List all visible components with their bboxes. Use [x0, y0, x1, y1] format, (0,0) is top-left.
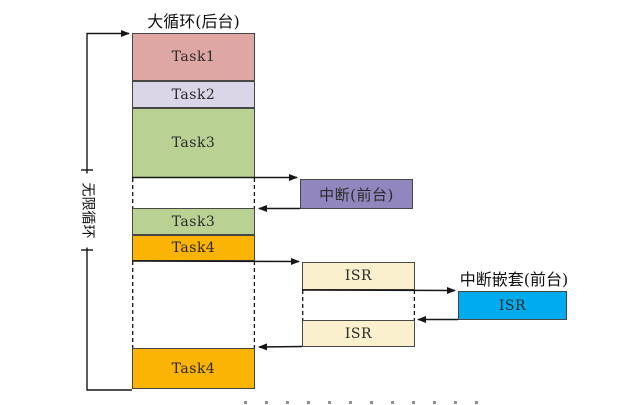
task4-block: Task4: [132, 235, 255, 261]
background-loop-title: 大循环(后台): [147, 12, 240, 31]
isr2-return-arrow: [258, 343, 303, 351]
task3-resume-label: Task3: [171, 213, 216, 230]
task4-resume-block: Task4: [132, 348, 255, 389]
nested-isr-label: ISR: [498, 297, 527, 314]
nested-isr-box: ISR: [458, 291, 567, 320]
interrupt-foreground-box: 中断(前台): [300, 179, 413, 209]
nested-isr-entry-arrow: [301, 286, 456, 294]
nested-interrupt-title: 中断嵌套(前台): [459, 270, 569, 289]
task4-label: Task4: [171, 240, 216, 256]
task1-block: Task1: [132, 33, 255, 81]
clipped-caption-fragment: [244, 401, 494, 404]
isr1-label: ISR: [344, 268, 373, 284]
interrupt-foreground-label: 中断(前台): [319, 185, 394, 204]
task4-resume-label: Task4: [171, 360, 216, 377]
task1-label: Task1: [171, 49, 216, 65]
isr-box-2: ISR: [302, 320, 415, 347]
isr1-entry-arrow: [131, 257, 300, 265]
task3-label: Task3: [171, 135, 216, 151]
isr2-label: ISR: [344, 325, 373, 342]
isr-box-1: ISR: [302, 262, 415, 290]
task3-block: Task3: [132, 108, 255, 178]
task3-resume-block: Task3: [132, 208, 255, 235]
task2-block: Task2: [132, 81, 255, 108]
infinite-loop-label: 无限循环: [78, 173, 96, 248]
task2-label: Task2: [171, 86, 216, 103]
